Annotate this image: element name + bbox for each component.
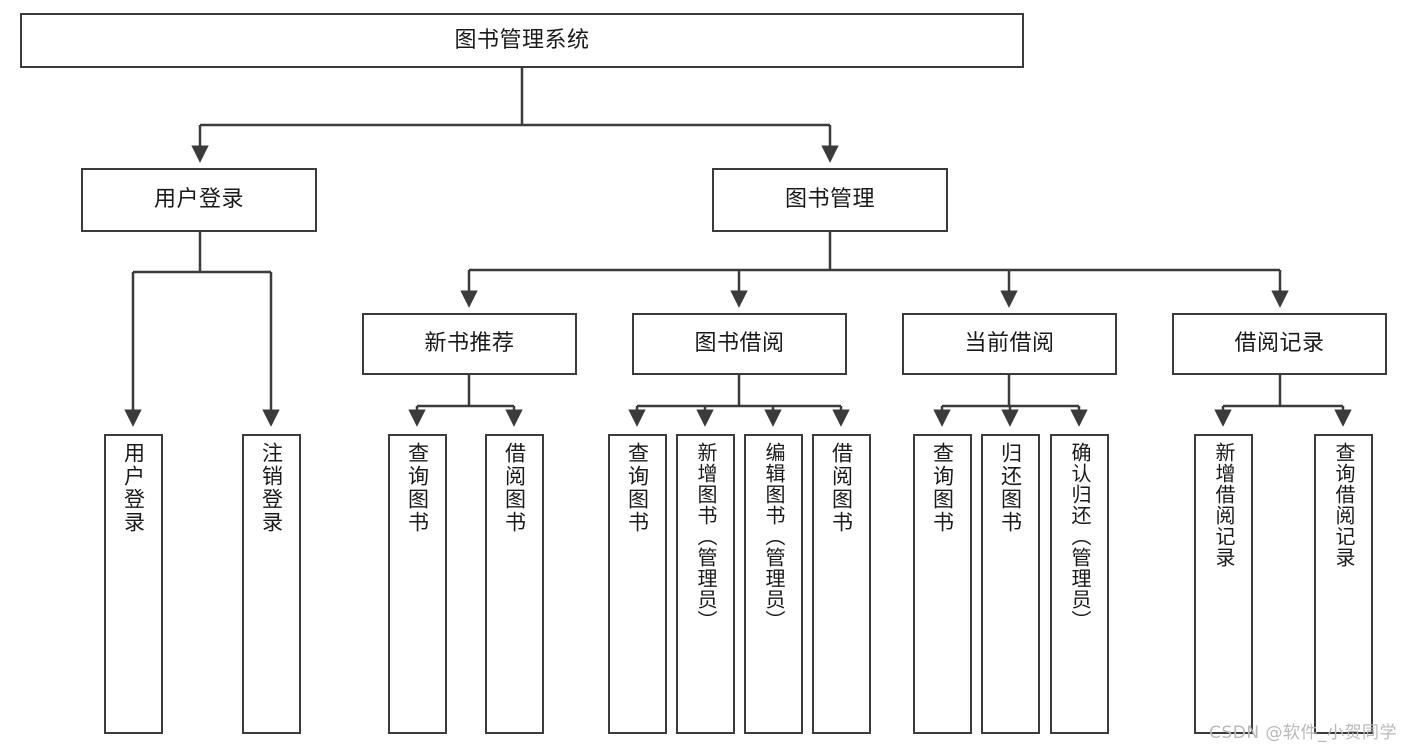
node-borrow-record[interactable]: 借阅记录: [1172, 313, 1387, 375]
node-leaf-query-book-1-label: 查询图书: [405, 442, 430, 534]
node-leaf-borrow-book-1-label: 借阅图书: [502, 442, 527, 534]
node-leaf-borrow-book-2[interactable]: 借阅图书: [812, 434, 871, 734]
node-leaf-user-login-label: 用户登录: [121, 442, 146, 534]
node-leaf-add-record-label: 新增借阅记录: [1212, 442, 1236, 568]
node-leaf-logout-label: 注销登录: [259, 442, 284, 534]
node-leaf-add-record[interactable]: 新增借阅记录: [1194, 434, 1253, 734]
node-leaf-edit-book-label: 编辑图书（管理员）: [762, 442, 786, 631]
node-leaf-query-book-3[interactable]: 查询图书: [913, 434, 972, 734]
node-user-login-label: 用户登录: [153, 187, 244, 213]
node-current-borrow-label: 当前借阅: [964, 331, 1055, 357]
node-root-label: 图书管理系统: [454, 27, 590, 53]
node-new-book-recommend-label: 新书推荐: [424, 331, 515, 357]
node-leaf-query-book-3-label: 查询图书: [930, 442, 955, 534]
node-leaf-user-login[interactable]: 用户登录: [104, 434, 163, 734]
node-new-book-recommend[interactable]: 新书推荐: [362, 313, 577, 375]
node-current-borrow[interactable]: 当前借阅: [902, 313, 1117, 375]
node-leaf-borrow-book-1[interactable]: 借阅图书: [485, 434, 544, 734]
node-leaf-edit-book[interactable]: 编辑图书（管理员）: [744, 434, 803, 734]
node-leaf-confirm-return[interactable]: 确认归还（管理员）: [1050, 434, 1109, 734]
node-leaf-confirm-return-label: 确认归还（管理员）: [1068, 442, 1092, 631]
node-leaf-add-book[interactable]: 新增图书（管理员）: [676, 434, 735, 734]
node-book-management-label: 图书管理: [784, 187, 875, 213]
watermark: CSDN @软件_小贺同学: [1209, 723, 1397, 743]
node-leaf-return-book-label: 归还图书: [998, 442, 1023, 534]
node-leaf-return-book[interactable]: 归还图书: [981, 434, 1040, 734]
node-book-management[interactable]: 图书管理: [712, 168, 948, 232]
node-book-borrow-label: 图书借阅: [694, 331, 785, 357]
node-leaf-query-record-label: 查询借阅记录: [1332, 442, 1356, 568]
node-leaf-query-book-1[interactable]: 查询图书: [388, 434, 447, 734]
node-leaf-logout[interactable]: 注销登录: [242, 434, 301, 734]
node-book-borrow[interactable]: 图书借阅: [632, 313, 847, 375]
node-leaf-query-book-2[interactable]: 查询图书: [608, 434, 667, 734]
node-leaf-query-book-2-label: 查询图书: [625, 442, 650, 534]
node-borrow-record-label: 借阅记录: [1234, 331, 1325, 357]
node-leaf-query-record[interactable]: 查询借阅记录: [1314, 434, 1373, 734]
node-root[interactable]: 图书管理系统: [20, 13, 1024, 68]
node-leaf-add-book-label: 新增图书（管理员）: [694, 442, 718, 631]
node-leaf-borrow-book-2-label: 借阅图书: [829, 442, 854, 534]
node-user-login[interactable]: 用户登录: [81, 168, 317, 232]
